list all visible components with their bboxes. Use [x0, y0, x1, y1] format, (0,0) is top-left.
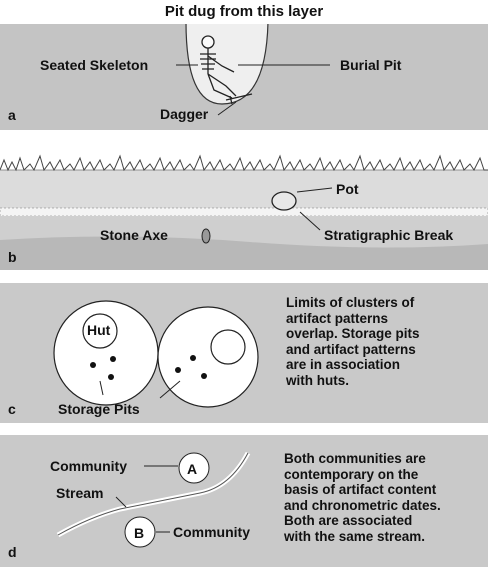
panel-c-line: Limits of clusters of [286, 295, 415, 310]
panel-a-title: Pit dug from this layer [0, 0, 488, 24]
panel-c-line: and artifact patterns [286, 341, 416, 357]
panel-d-line: with the same stream. [284, 528, 426, 544]
panel-d-figure: Community A Stream B Community d [0, 435, 488, 567]
stratigraphic-break-label: Stratigraphic Break [324, 227, 453, 243]
dagger-icon [225, 93, 253, 105]
storage-pits-label: Storage Pits [58, 401, 140, 417]
panel-a: Seated Skeleton Burial Pit Dagger a Pit … [0, 0, 488, 130]
hut-label: Hut [87, 322, 111, 338]
lower-layer [0, 236, 488, 270]
panel-d: Community A Stream B Community d Both co… [0, 435, 488, 567]
panel-d-description: Both communities are contemporary on the… [284, 451, 484, 544]
burial-pit-label: Burial Pit [340, 57, 402, 73]
seated-skeleton-label: Seated Skeleton [40, 57, 148, 73]
panel-b-letter: b [8, 249, 17, 265]
community-b-label: Community [173, 524, 250, 540]
panel-d-line: Both are associated [284, 513, 413, 528]
stream-label: Stream [56, 485, 103, 501]
community-a-label: Community [50, 458, 127, 474]
dagger-label: Dagger [160, 106, 209, 122]
stone-axe-icon [201, 228, 211, 244]
panel-d-line: and chronometric dates. [284, 497, 441, 513]
hut-left-icon [82, 313, 118, 349]
panel-c-line: overlap. Storage pits [286, 326, 420, 341]
panel-c: Hut Storage Pits c Limits of clusters of… [0, 283, 488, 423]
community-b-circle [124, 516, 156, 548]
panel-c-description: Limits of clusters of artifact patterns … [286, 295, 482, 388]
pot-label: Pot [336, 181, 359, 197]
grass-strip [0, 154, 488, 172]
panel-d-letter: d [8, 544, 17, 560]
stratigraphic-break-band [0, 207, 488, 217]
storage-pit-dots [90, 355, 207, 380]
panel-b: Pot Stone Axe Stratigraphic Break b [0, 140, 488, 270]
panel-a-letter: a [8, 107, 16, 123]
stone-axe-label: Stone Axe [100, 227, 168, 243]
community-a-circle [178, 452, 210, 484]
panel-a-figure: Seated Skeleton Burial Pit Dagger a [0, 21, 488, 130]
panel-c-line: are in association [286, 357, 401, 372]
panel-c-line: with huts. [286, 372, 349, 388]
panel-d-line: Both communities are [284, 451, 426, 466]
panel-d-line: basis of artifact content [284, 482, 437, 497]
panel-c-letter: c [8, 401, 16, 417]
pot-icon [271, 191, 297, 211]
community-a-letter: A [187, 461, 197, 477]
panel-d-line: contemporary on the [284, 466, 419, 482]
community-b-letter: B [134, 525, 144, 541]
hut-cluster-right [157, 306, 259, 408]
panel-b-figure: Pot Stone Axe Stratigraphic Break b [0, 140, 488, 270]
skeleton-icon [200, 35, 237, 99]
hut-right-icon [210, 329, 246, 365]
panel-c-figure: Hut Storage Pits c [0, 283, 488, 423]
panel-c-line: artifact patterns [286, 310, 389, 326]
upper-layer [0, 170, 488, 208]
